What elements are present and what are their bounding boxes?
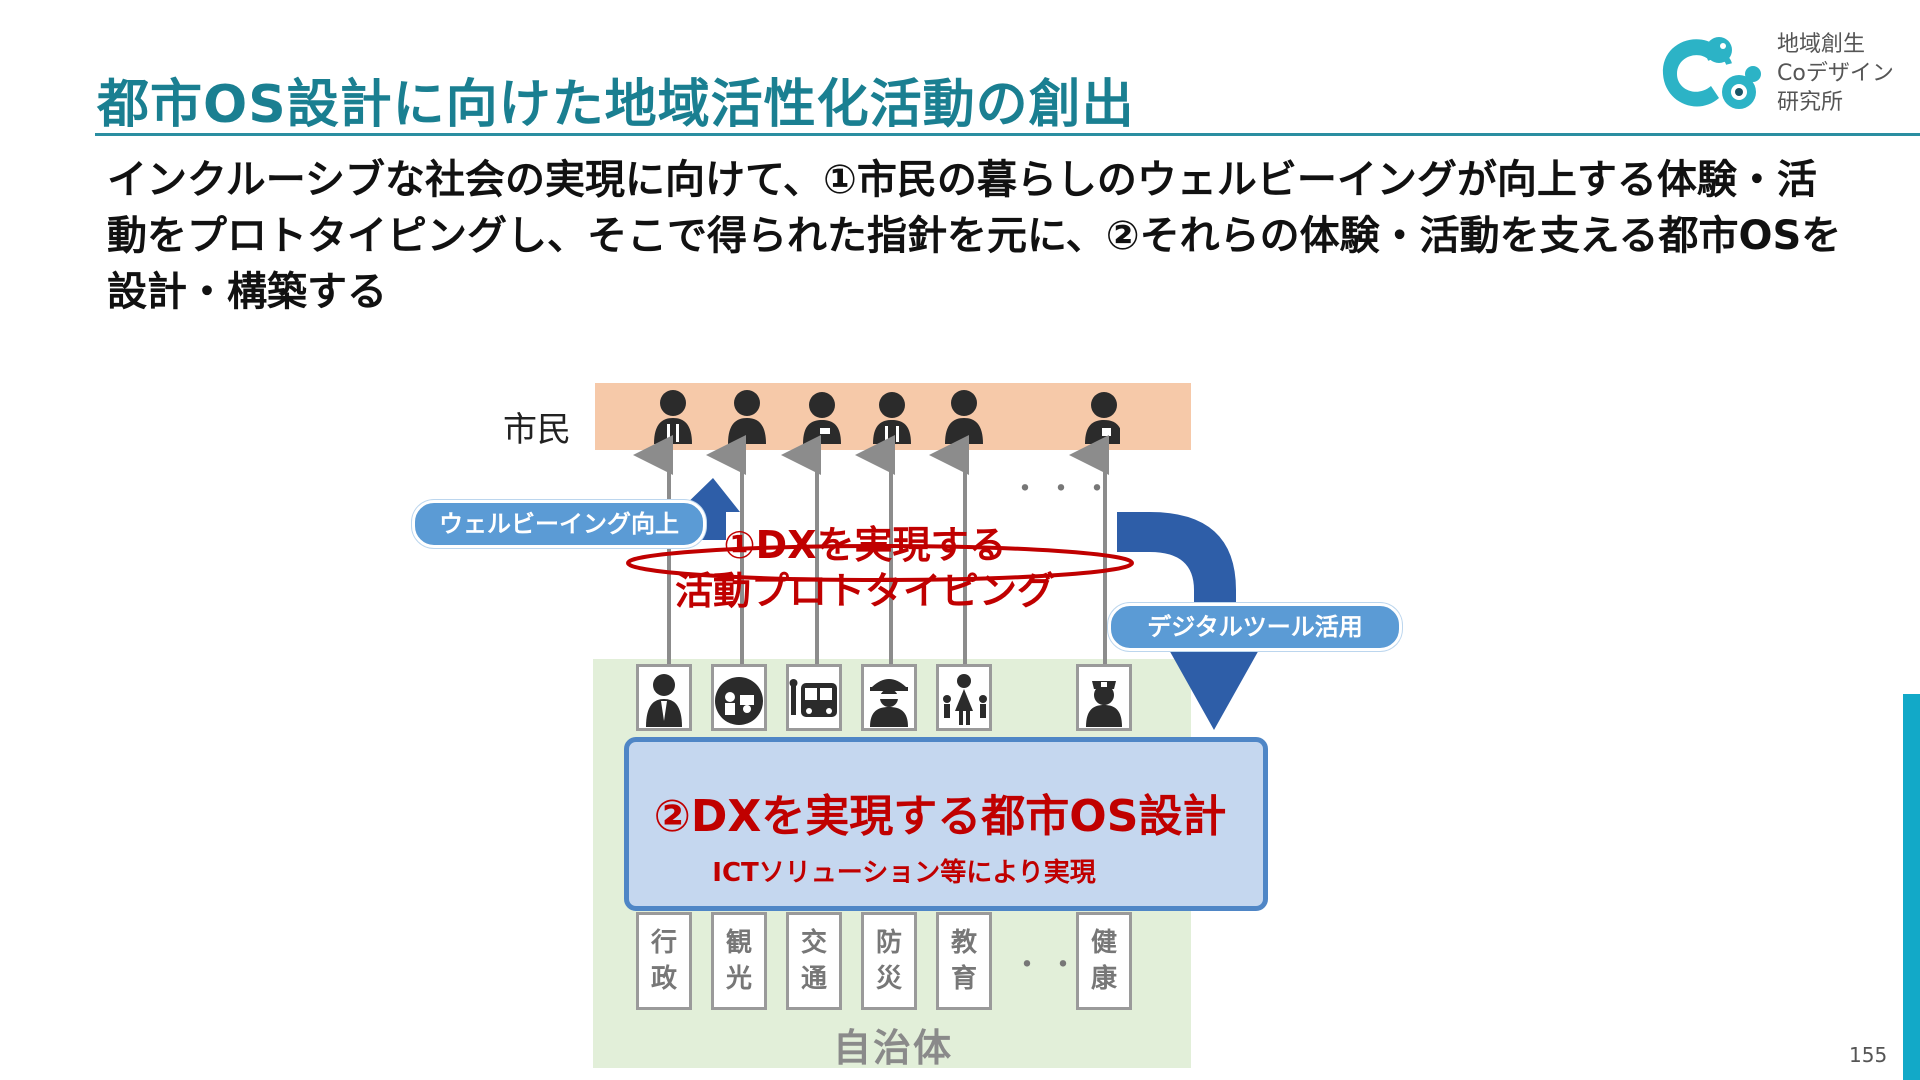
domain-admin: 行政	[636, 912, 692, 1010]
bus-icon	[789, 679, 837, 717]
tourism-icon	[715, 677, 763, 725]
domain-disaster-prevention: 防災	[861, 912, 917, 1010]
urban-os-title: ②DXを実現する都市OS設計	[653, 791, 1227, 842]
urban-os-panel	[624, 737, 1268, 911]
domain-transport: 交通	[786, 912, 842, 1010]
digital-tool-arrow	[1117, 512, 1260, 730]
prototyping-ring	[626, 544, 1134, 582]
service-box-health	[1076, 664, 1132, 731]
clerk-icon	[646, 674, 682, 727]
family-icon	[943, 674, 987, 725]
service-box-disaster	[861, 664, 917, 731]
logo-text: 地域創生 Coデザイン 研究所	[1777, 32, 1894, 115]
title-divider	[95, 133, 1920, 136]
page-number: 155	[1849, 1043, 1888, 1067]
service-box-admin	[636, 664, 692, 731]
citizens-label: 市民	[503, 410, 571, 450]
rescue-icon	[870, 679, 908, 727]
service-box-tourism	[711, 664, 767, 731]
prototyping-heading: ①DXを実現する 活動プロトタイピング	[650, 522, 1080, 614]
side-accent-bar	[1903, 694, 1920, 1080]
urban-os-subtitle: ICTソリューション等により実現	[712, 858, 1096, 888]
nurse-icon	[1086, 681, 1122, 727]
municipality-label: 自治体	[833, 1026, 954, 1070]
prototyping-line2: 活動プロトタイピング	[674, 569, 1055, 613]
citizens-ellipsis: ・・・	[1010, 472, 1118, 507]
service-box-education	[936, 664, 992, 731]
service-box-transport	[786, 664, 842, 731]
domain-tourism: 観光	[711, 912, 767, 1010]
slide-title: 都市OS設計に向けた地域活性化活動の創出	[97, 75, 1135, 135]
digital-tool-pill: デジタルツール活用	[1108, 603, 1402, 651]
lead-statement: インクルーシブな社会の実現に向けて、①市民の暮らしのウェルビーイングが向上する体…	[107, 157, 1842, 315]
domain-education: 教育	[936, 912, 992, 1010]
domain-health: 健康	[1076, 912, 1132, 1010]
logo-mark	[1655, 28, 1765, 118]
wellbeing-pill: ウェルビーイング向上	[412, 500, 706, 548]
prototyping-line1: ①DXを実現する	[723, 523, 1007, 567]
person-icon	[873, 392, 911, 444]
